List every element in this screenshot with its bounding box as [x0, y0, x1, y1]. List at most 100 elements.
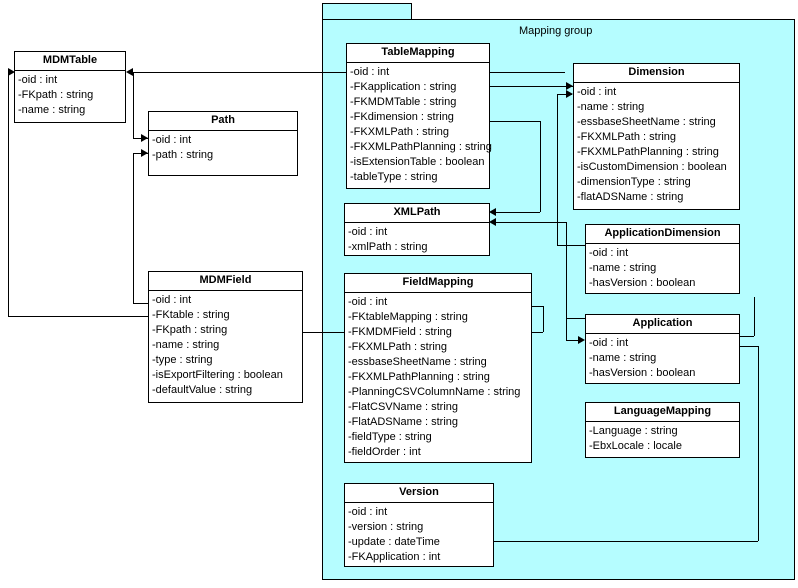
attribute: -isExtensionTable : boolean — [350, 156, 485, 168]
class-box-dimension[interactable]: Dimension -oid : int -name : string -ess… — [573, 63, 740, 210]
arrowhead-into-path-upper — [141, 134, 148, 142]
attribute: -name : string — [589, 262, 657, 274]
connector-version-into-application — [740, 346, 759, 347]
class-attributes-tablemapping: -oid : int -FKapplication : string -FKMD… — [347, 63, 492, 188]
attribute: -fieldType : string — [348, 431, 432, 443]
connector-mdmtable-path-vert — [133, 72, 134, 138]
attribute: -tableType : string — [350, 171, 438, 183]
class-name-version: Version — [345, 484, 493, 503]
attribute: -FlatCSVName : string — [348, 401, 459, 413]
package-tab — [322, 3, 412, 20]
attribute: -name : string — [577, 101, 645, 113]
class-box-version[interactable]: Version -oid : int -version : string -up… — [344, 483, 494, 567]
connector-fieldmapping-mdmfield-stub — [529, 306, 544, 307]
connector-application-left-horiz — [566, 340, 582, 341]
class-box-mdmtable[interactable]: MDMTable -oid : int -FKpath : string -na… — [14, 51, 126, 123]
attribute: -update : dateTime — [348, 536, 440, 548]
class-attributes-fieldmapping: -oid : int -FKtableMapping : string -FKM… — [345, 293, 531, 463]
class-box-path[interactable]: Path -oid : int -path : string — [148, 111, 298, 176]
attribute: -name : string — [152, 339, 220, 351]
connector-tablemapping-xmlpath-stub — [490, 121, 541, 122]
attribute: -EbxLocale : locale — [589, 440, 682, 452]
attribute: -oid : int — [18, 74, 58, 86]
connector-xmlpath-upper-vert — [540, 121, 541, 212]
class-attributes-version: -oid : int -version : string -update : d… — [345, 503, 493, 568]
attribute: -FKtableMapping : string — [348, 311, 468, 323]
attribute: -FKXMLPathPlanning : string — [350, 141, 492, 153]
connector-xmlpath-upper-horiz — [496, 212, 540, 213]
class-box-mdmfield[interactable]: MDMField -oid : int -FKtable : string -F… — [148, 271, 303, 403]
attribute: -essbaseSheetName : string — [348, 356, 487, 368]
class-box-applicationdimension[interactable]: ApplicationDimension -oid : int -name : … — [585, 224, 740, 294]
attribute: -version : string — [348, 521, 424, 533]
connector-into-application-right-upper — [740, 336, 754, 337]
attribute: -oid : int — [348, 506, 388, 518]
attribute: -hasVersion : boolean — [589, 367, 696, 379]
class-attributes-xmlpath: -oid : int -xmlPath : string — [345, 223, 489, 258]
attribute: -oid : int — [348, 296, 388, 308]
attribute: -essbaseSheetName : string — [577, 116, 716, 128]
class-box-tablemapping[interactable]: TableMapping -oid : int -FKapplication :… — [346, 43, 492, 189]
arrowhead-into-dimension-upper — [566, 82, 573, 90]
class-attributes-mdmfield: -oid : int -FKtable : string -FKpath : s… — [149, 291, 302, 401]
connector-tablemapping-dimension — [490, 86, 573, 87]
attribute: -FKdimension : string — [350, 111, 454, 123]
class-attributes-mdmtable: -oid : int -FKpath : string -name : stri… — [15, 71, 125, 121]
class-attributes-path: -oid : int -path : string — [149, 131, 297, 166]
attribute: -FKpath : string — [18, 89, 94, 101]
attribute: -oid : int — [152, 134, 192, 146]
class-attributes-languagemapping: -Language : string -EbxLocale : locale — [586, 422, 739, 457]
attribute: -oid : int — [350, 66, 390, 78]
connector-xmlpath-lower-vert — [566, 222, 567, 318]
class-name-tablemapping: TableMapping — [347, 44, 489, 63]
attribute: -isExportFiltering : boolean — [152, 369, 283, 381]
connector-mdmfield-mdmtable-bottom — [8, 316, 148, 317]
connector-fieldmapping-mdmfield-vert — [543, 306, 544, 332]
connector-mdmfield-path-stub — [133, 303, 148, 304]
class-box-application[interactable]: Application -oid : int -name : string -h… — [585, 314, 740, 384]
connector-dimension-lower-vert — [557, 94, 558, 245]
connector-version-right — [494, 541, 758, 542]
arrowhead-into-xmlpath-upper — [489, 208, 496, 216]
attribute: -FKXMLPathPlanning : string — [348, 371, 490, 383]
class-name-dimension: Dimension — [574, 64, 739, 83]
attribute: -FKApplication : int — [348, 551, 441, 563]
class-name-applicationdimension: ApplicationDimension — [586, 225, 739, 244]
connector-mdmfield-mdmtable-vert — [8, 72, 9, 316]
class-box-xmlpath[interactable]: XMLPath -oid : int -xmlPath : string — [344, 203, 490, 256]
attribute: -FKXMLPath : string — [577, 131, 677, 143]
attribute: -FKapplication : string — [350, 81, 457, 93]
attribute: -oid : int — [348, 226, 388, 238]
attribute: -FKMDMField : string — [348, 326, 452, 338]
attribute: -isCustomDimension : boolean — [577, 161, 727, 173]
attribute: -oid : int — [589, 247, 629, 259]
attribute: -FKpath : string — [152, 324, 228, 336]
connector-application-right-upper-vert — [754, 297, 755, 336]
connector-mdmtable-path-horiz — [133, 138, 148, 139]
attribute: -oid : int — [577, 86, 617, 98]
arrowhead-into-mdmtable — [126, 68, 133, 76]
class-name-languagemapping: LanguageMapping — [586, 403, 739, 422]
attribute: -name : string — [18, 104, 86, 116]
class-attributes-applicationdimension: -oid : int -name : string -hasVersion : … — [586, 244, 739, 294]
connector-dimension-from-appdim — [557, 245, 585, 246]
attribute: -defaultValue : string — [152, 384, 253, 396]
connector-mdmfield-path-vert — [133, 153, 134, 303]
class-box-languagemapping[interactable]: LanguageMapping -Language : string -EbxL… — [585, 402, 740, 458]
attribute: -hasVersion : boolean — [589, 277, 696, 289]
attribute: -path : string — [152, 149, 214, 161]
attribute: -oid : int — [152, 294, 192, 306]
attribute: -type : string — [152, 354, 213, 366]
class-box-fieldmapping[interactable]: FieldMapping -oid : int -FKtableMapping … — [344, 273, 532, 463]
connector-mdmfield-path-horiz-top — [133, 153, 148, 154]
class-attributes-dimension: -oid : int -name : string -essbaseSheetN… — [574, 83, 739, 208]
class-name-xmlpath: XMLPath — [345, 204, 489, 223]
attribute: -FKXMLPath : string — [348, 341, 448, 353]
attribute: -fieldOrder : int — [348, 446, 421, 458]
attribute: -flatADSName : string — [577, 191, 684, 203]
connector-version-up — [758, 346, 759, 541]
class-name-path: Path — [149, 112, 297, 131]
attribute: -dimensionType : string — [577, 176, 691, 188]
attribute: -FKXMLPathPlanning : string — [577, 146, 719, 158]
